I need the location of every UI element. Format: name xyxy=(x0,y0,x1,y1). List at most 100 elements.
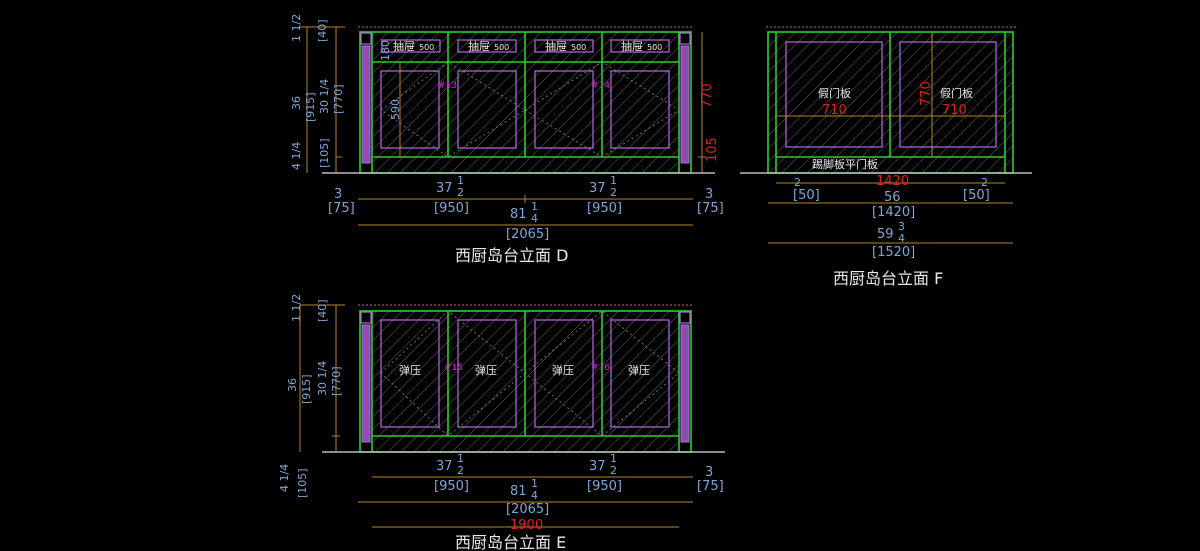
elevation-e: 弹压 弹压 弹压 弹压 #15 #16 1 1/2 [40] 36 [915] … xyxy=(278,294,725,551)
door-label: 弹压 xyxy=(552,363,574,377)
dimension-text: 1 xyxy=(290,25,303,32)
dimension-text: [950] xyxy=(587,479,622,494)
dimension-text: 3 xyxy=(705,187,713,202)
elevation-f: 假门板 假门板 710 710 770 踢脚板平门板 1420 2[50] 2[… xyxy=(740,26,1032,288)
dimension-text: [950] xyxy=(434,201,469,216)
dimension-text: [105] xyxy=(318,138,331,168)
dimension-text: 3 xyxy=(898,220,905,233)
dimension-text: 1 xyxy=(290,153,303,160)
dimension-text: [950] xyxy=(434,479,469,494)
door-label: 弹压 xyxy=(628,363,650,377)
dimension-text: 4 xyxy=(531,212,538,225)
drawer-label: 抽屉 xyxy=(621,39,643,53)
dimension-text: 500 xyxy=(419,43,434,52)
dimension-text: 56 xyxy=(884,190,901,205)
dimension-text: [75] xyxy=(328,201,355,216)
dimension-text: 4 xyxy=(318,79,331,86)
dimension-text: [1420] xyxy=(872,205,915,220)
drawing-line xyxy=(534,319,594,428)
dimension-text: 1 xyxy=(278,475,291,482)
dimension-text: 81 xyxy=(510,207,527,222)
panel-label: 假门板 xyxy=(940,86,973,100)
drawing-line xyxy=(457,319,517,428)
drawing-line xyxy=(360,311,372,324)
dimension-text: [50] xyxy=(793,188,820,203)
dimension-text: 2 xyxy=(610,186,617,199)
dimension-text: [75] xyxy=(697,479,724,494)
dimension-text: [915] xyxy=(304,92,317,122)
door-panels xyxy=(380,61,680,158)
dimension-text: 4 1/4 xyxy=(278,464,291,492)
dimension-text: 1900 xyxy=(510,518,543,533)
dimension-text: [40] xyxy=(316,299,329,322)
dimension-text: 4 xyxy=(316,361,329,368)
dim-total: 36 xyxy=(290,96,303,110)
dimension-text: 3 xyxy=(705,465,713,480)
door-height-dim: 590 xyxy=(389,99,402,120)
door-tag: #14 xyxy=(591,81,610,91)
dimension-text: 1 xyxy=(610,452,617,465)
dimension-text: 1 xyxy=(610,174,617,187)
dimension-text: 2 xyxy=(290,294,303,301)
drawing-line xyxy=(457,70,517,149)
drawing-line xyxy=(534,39,594,53)
dimension-text: 30 1/4 xyxy=(316,361,329,396)
drawing-line xyxy=(361,324,371,443)
dimension-text: [75] xyxy=(697,201,724,216)
dimension-text: 2 xyxy=(457,186,464,199)
drawing-line xyxy=(360,32,372,45)
dimension-text: 4 xyxy=(531,489,538,502)
dimension-text: 500 xyxy=(647,43,662,52)
dimension-text: 37 xyxy=(436,181,453,196)
dimension-text: 1 xyxy=(457,452,464,465)
door-tag: #16 xyxy=(591,363,610,373)
dimension-text: 1 xyxy=(318,90,331,97)
drawer-label: 抽屉 xyxy=(545,39,567,53)
dimension-text: 1 1/2 xyxy=(290,294,303,322)
dimension-text: 2 xyxy=(610,464,617,477)
drawing-line xyxy=(680,324,690,443)
drawing-line xyxy=(524,310,680,437)
dimension-text: 37 xyxy=(436,459,453,474)
drawer-label: 抽屉 xyxy=(393,39,415,53)
dimension-text: 500 xyxy=(494,43,509,52)
toe-kick-label: 踢脚板平门板 xyxy=(812,157,878,171)
dimension-text: 1 xyxy=(531,477,538,490)
door-tag: #15 xyxy=(444,363,463,373)
drawing-line xyxy=(457,39,517,53)
dimension-text: [40] xyxy=(316,19,329,42)
dimension-text: 2 xyxy=(290,14,303,21)
dimension-text: 4 xyxy=(278,485,291,492)
dimension-text: 770 xyxy=(919,81,934,106)
drawer-label: 抽屉 xyxy=(468,39,490,53)
door-tag: #13 xyxy=(438,81,457,91)
dimension-text: [770] xyxy=(330,366,343,396)
dimension-text: [915] xyxy=(300,374,313,404)
drawing-line xyxy=(524,61,680,158)
left-pilaster xyxy=(361,45,371,164)
dimension-text: 710 xyxy=(942,103,967,118)
right-pilaster xyxy=(680,45,690,164)
dimension-text: [2065] xyxy=(506,227,549,242)
dimension-text: [950] xyxy=(587,201,622,216)
dim-top: 1 1/2 [40] xyxy=(290,14,329,42)
dimension-text: 4 xyxy=(278,464,291,471)
dimension-text: 59 xyxy=(877,227,894,242)
dimension-text: 770 xyxy=(700,83,715,108)
dimension-text: 710 xyxy=(822,103,847,118)
dimension-text: 2 xyxy=(981,176,988,189)
door-label: 弹压 xyxy=(399,363,421,377)
dimension-text: [770] xyxy=(332,84,345,114)
view-title: 西厨岛台立面 D xyxy=(455,246,568,265)
drawing-line xyxy=(679,32,691,45)
panel-label: 假门板 xyxy=(818,86,851,100)
drawing-line xyxy=(380,70,440,149)
door-label: 弹压 xyxy=(475,363,497,377)
view-title: 西厨岛台立面 F xyxy=(833,269,943,288)
dimension-text: 4 xyxy=(290,163,303,170)
dimension-text: 2 xyxy=(457,464,464,477)
dimension-text: 30 1/4 xyxy=(318,79,331,114)
dimension-text: 105 xyxy=(705,137,720,162)
